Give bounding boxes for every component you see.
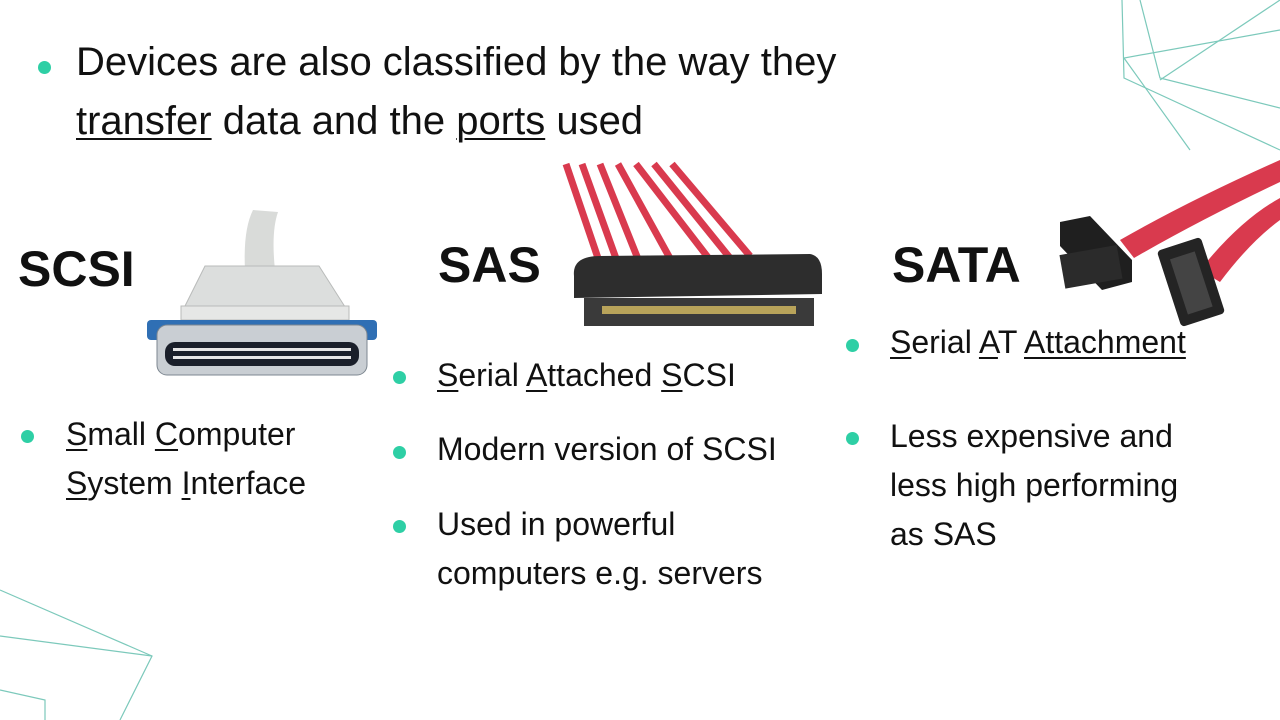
- sata-bullet-2-dot: [846, 432, 859, 445]
- scsi-b1-mall: mall: [87, 416, 155, 452]
- sata-bullet-2-line2: less high performing: [890, 467, 1179, 503]
- sas-b1-erial: erial: [458, 357, 526, 393]
- scsi-b1-c: C: [154, 416, 179, 452]
- sas-b1-s2: S: [661, 357, 683, 393]
- sas-b1-csi: CSI: [682, 357, 736, 393]
- intro-ports-term: ports: [456, 99, 546, 143]
- sata-bullet-2-line3: as SAS: [890, 516, 997, 552]
- sata-b1-a: A: [978, 324, 998, 360]
- scsi-bullet-1-line2: System Interface: [66, 459, 306, 508]
- sas-bullet-1: Serial Attached SCSI: [437, 351, 736, 400]
- scsi-bullet-dot: [21, 430, 34, 443]
- sas-bullet-3-line1: Used in powerful: [437, 506, 676, 542]
- sata-b1-s: S: [890, 324, 912, 360]
- intro-end-text: used: [545, 99, 644, 143]
- sata-b1-t: T: [997, 324, 1024, 360]
- sas-b1-ttached: ttached: [547, 357, 662, 393]
- scsi-b1-omputer: omputer: [178, 416, 296, 452]
- sata-b1-erial: erial: [911, 324, 979, 360]
- scsi-heading: SCSI: [18, 241, 135, 297]
- scsi-b1-ystem: ystem: [87, 465, 182, 501]
- sata-b1-attachment: Attachment: [1024, 324, 1186, 360]
- intro-bullet-dot: [38, 61, 51, 74]
- sata-bullet-2-line1: Less expensive and: [890, 418, 1173, 454]
- scsi-b1-s2: S: [66, 465, 88, 501]
- scsi-bullet-1-line1: Small Computer: [66, 410, 295, 459]
- scsi-connector-image: [147, 210, 377, 376]
- sas-heading: SAS: [438, 237, 541, 293]
- intro-line1-text: Devices are also classified by the way t…: [76, 40, 837, 84]
- scsi-b1-nterface: nterface: [190, 465, 307, 501]
- intro-transfer-term: transfer: [76, 99, 212, 143]
- scsi-b1-s: S: [66, 416, 88, 452]
- sas-b1-s: S: [437, 357, 459, 393]
- sata-bullet-1-dot: [846, 339, 859, 352]
- sata-bullet-1: Serial AT Attachment: [890, 318, 1186, 367]
- intro-line-1: Devices are also classified by the way t…: [76, 33, 836, 92]
- sas-bullet-2: Modern version of SCSI: [437, 431, 777, 467]
- sas-bullet-3-line2: computers e.g. servers: [437, 555, 763, 591]
- sas-b1-a: A: [525, 357, 548, 393]
- sas-bullet-3-dot: [393, 520, 406, 533]
- scsi-b1-i: I: [181, 465, 191, 501]
- sata-cable-image: [1059, 160, 1280, 327]
- sas-bullet-1-dot: [393, 371, 406, 384]
- sas-cable-image: [562, 161, 822, 326]
- sas-bullet-2-dot: [393, 446, 406, 459]
- intro-line-2: transfer data and the ports used: [76, 92, 643, 151]
- sata-heading: SATA: [892, 237, 1021, 293]
- intro-mid-text: data and the: [211, 99, 457, 143]
